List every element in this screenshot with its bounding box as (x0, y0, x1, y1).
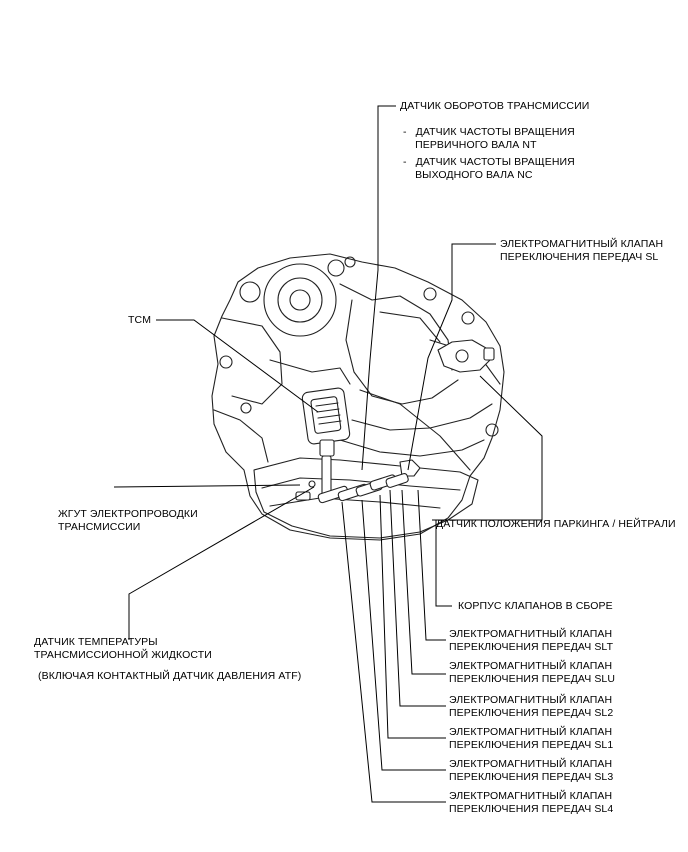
label-solenoid-slt: ЭЛЕКТРОМАГНИТНЫЙ КЛАПАН ПЕРЕКЛЮЧЕНИЯ ПЕР… (449, 628, 614, 653)
valve-body-solenoids (295, 473, 409, 504)
transmission-housing (211, 253, 505, 541)
leader-lines (113, 105, 543, 803)
label-park-neutral: ДАТЧИК ПОЛОЖЕНИЯ ПАРКИНГА / НЕЙТРАЛИ (436, 518, 676, 530)
label-solenoid-sl3: ЭЛЕКТРОМАГНИТНЫЙ КЛАПАН ПЕРЕКЛЮЧЕНИЯ ПЕР… (449, 758, 614, 783)
label-nc-sensor: - ДАТЧИК ЧАСТОТЫ ВРАЩЕНИЯ ВЫХОДНОГО ВАЛА… (403, 156, 575, 181)
solenoid-sl-part (437, 339, 495, 373)
label-fluid-temp: ДАТЧИК ТЕМПЕРАТУРЫ ТРАНСМИССИОННОЙ ЖИДКО… (34, 636, 212, 661)
label-valve-body: КОРПУС КЛАПАНОВ В СБОРЕ (458, 600, 613, 612)
label-fluid-temp-note: (ВКЛЮЧАЯ КОНТАКТНЫЙ ДАТЧИК ДАВЛЕНИЯ ATF) (38, 670, 302, 682)
label-solenoid-sl1: ЭЛЕКТРОМАГНИТНЫЙ КЛАПАН ПЕРЕКЛЮЧЕНИЯ ПЕР… (449, 726, 614, 751)
label-solenoid-sl4: ЭЛЕКТРОМАГНИТНЫЙ КЛАПАН ПЕРЕКЛЮЧЕНИЯ ПЕР… (449, 790, 614, 815)
label-solenoid-slu: ЭЛЕКТРОМАГНИТНЫЙ КЛАПАН ПЕРЕКЛЮЧЕНИЯ ПЕР… (449, 660, 616, 685)
tcm-module (301, 387, 351, 497)
label-solenoid-sl: ЭЛЕКТРОМАГНИТНЫЙ КЛАПАН ПЕРЕКЛЮЧЕНИЯ ПЕР… (500, 238, 664, 263)
label-wire-harness: ЖГУТ ЭЛЕКТРОПРОВОДКИ ТРАНСМИССИИ (58, 508, 198, 533)
label-speed-sensor: ДАТЧИК ОБОРОТОВ ТРАНСМИССИИ (400, 100, 590, 112)
label-tcm: TCM (128, 314, 152, 326)
label-solenoid-sl2: ЭЛЕКТРОМАГНИТНЫЙ КЛАПАН ПЕРЕКЛЮЧЕНИЯ ПЕР… (449, 694, 614, 719)
label-nt-sensor: - ДАТЧИК ЧАСТОТЫ ВРАЩЕНИЯ ПЕРВИЧНОГО ВАЛ… (403, 126, 575, 151)
